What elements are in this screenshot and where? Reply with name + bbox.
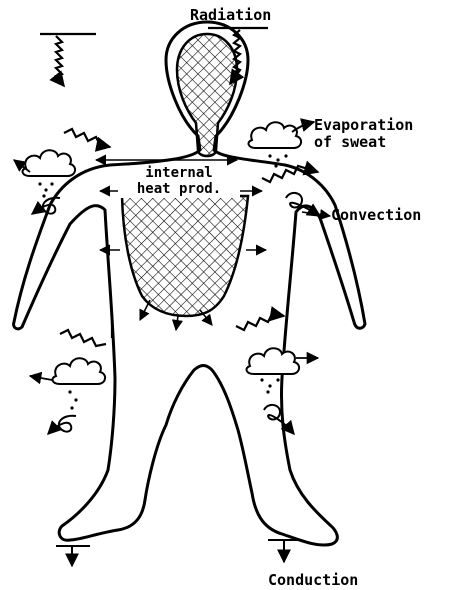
- radiation-arrow-thigh-left: [60, 314, 112, 346]
- conduction-label: Conduction: [268, 572, 358, 589]
- cloud-icon: [23, 150, 76, 176]
- cloud-icon: [53, 358, 106, 384]
- internal-heat-label-line2: heat prod.: [122, 182, 236, 196]
- evaporation-label-line2: of sweat: [314, 134, 386, 151]
- radiation-arrow-shoulder-left: [64, 129, 110, 147]
- down-arrow-icon: [268, 540, 302, 562]
- convection-label: Convection: [331, 207, 421, 224]
- evaporation-label-line1: Evaporation: [314, 117, 413, 134]
- radiation-label: Radiation: [190, 7, 271, 24]
- internal-heat-label-line1: internal: [122, 166, 236, 180]
- cloud-icon: [249, 122, 302, 148]
- loop-arrow-icon: [48, 416, 76, 434]
- hatched-head: [177, 34, 237, 156]
- radiation-arrow-left: [40, 34, 96, 86]
- down-arrow-icon: [56, 546, 90, 566]
